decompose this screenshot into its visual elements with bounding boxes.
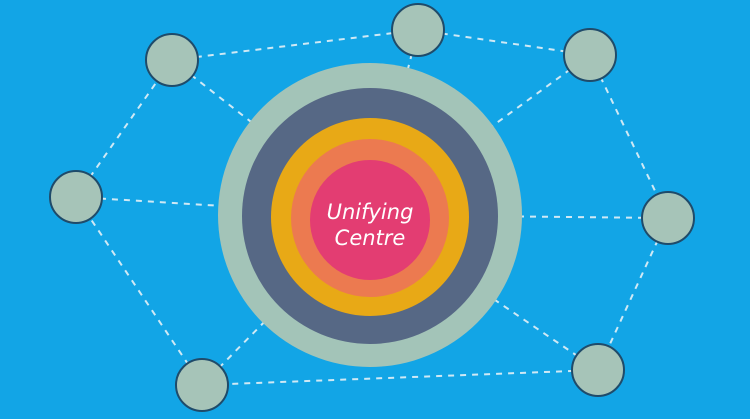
- edge-ring: [201, 369, 599, 386]
- edge-ring: [589, 54, 669, 219]
- centre-label-line1: Unifying: [327, 200, 414, 224]
- edge-ring: [171, 29, 419, 61]
- centre-label-line2: Centre: [335, 226, 406, 250]
- core-circle: [310, 160, 430, 280]
- edge-ring: [75, 59, 173, 198]
- edge-ring: [75, 196, 203, 386]
- edge-ring: [597, 217, 669, 371]
- outer-nodes: [49, 3, 695, 412]
- node: [641, 191, 695, 245]
- node: [563, 28, 617, 82]
- node: [391, 3, 445, 57]
- node: [49, 170, 103, 224]
- node: [175, 358, 229, 412]
- node: [145, 33, 199, 87]
- edge-ring: [417, 29, 591, 56]
- node: [571, 343, 625, 397]
- centre-rings: Unifying Centre: [218, 63, 522, 367]
- edge-spoke: [201, 214, 371, 386]
